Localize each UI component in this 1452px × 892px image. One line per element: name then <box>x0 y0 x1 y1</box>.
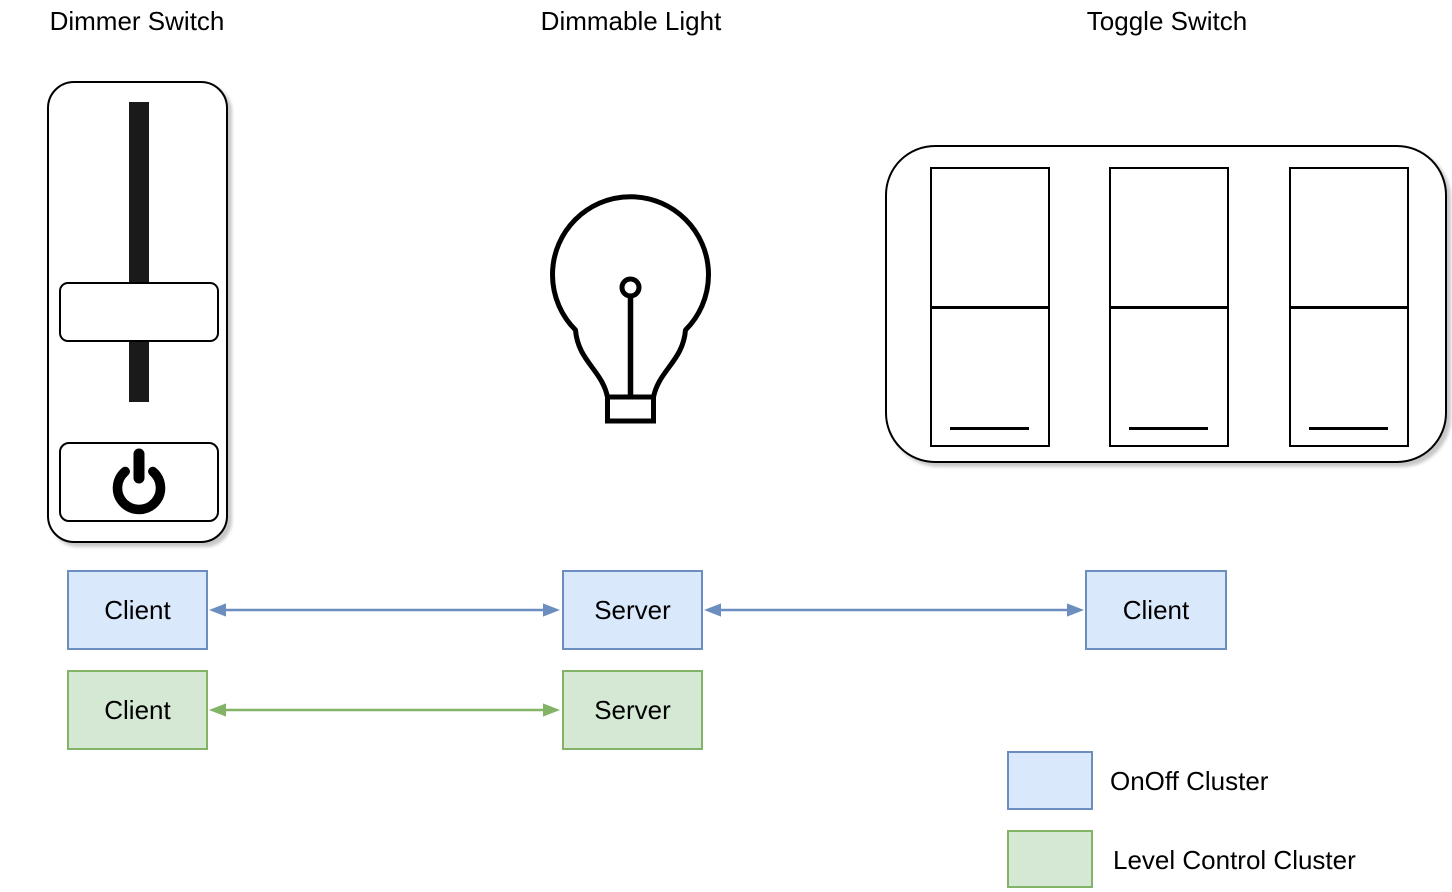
light-bulb-icon <box>550 194 711 424</box>
rocker-bottom-mark <box>1129 427 1208 430</box>
bulb-glass-outline <box>550 194 711 398</box>
legend-label-level: Level Control Cluster <box>1113 845 1356 875</box>
bulb-base <box>605 394 656 424</box>
toggle-switch-device <box>885 145 1447 463</box>
node-label: Server <box>594 594 671 625</box>
onoff-server-light-box: Server <box>562 570 703 650</box>
dimmable-light-title: Dimmable Light <box>540 6 722 36</box>
slider-track <box>129 102 149 402</box>
dimmer-switch-device <box>47 81 228 543</box>
onoff-client-toggle-box: Client <box>1085 570 1227 650</box>
level-arrow-dimmer-to-light <box>209 703 560 717</box>
dimmer-switch-title: Dimmer Switch <box>49 6 225 36</box>
rocker-button-3 <box>1289 167 1409 447</box>
level-client-dimmer-box: Client <box>67 670 208 750</box>
legend-label-onoff: OnOff Cluster <box>1110 766 1269 796</box>
rocker-bottom-mark <box>1309 427 1388 430</box>
onoff-arrow-dimmer-to-light <box>209 603 560 617</box>
power-icon <box>112 448 166 515</box>
rocker-divider <box>1111 306 1227 309</box>
onoff-arrow-light-to-toggle <box>704 603 1084 617</box>
power-button <box>59 442 219 522</box>
node-label: Server <box>594 694 671 725</box>
slider-handle <box>59 282 219 342</box>
legend-swatch-onoff <box>1007 751 1093 810</box>
onoff-client-dimmer-box: Client <box>67 570 208 650</box>
rocker-bottom-mark <box>950 427 1029 430</box>
node-label: Client <box>104 694 171 725</box>
legend-swatch-level <box>1007 830 1093 888</box>
node-label: Client <box>104 594 171 625</box>
rocker-divider <box>932 306 1048 309</box>
toggle-switch-title: Toggle Switch <box>1086 6 1248 36</box>
node-label: Client <box>1122 594 1190 625</box>
rocker-button-1 <box>930 167 1050 447</box>
rocker-button-2 <box>1109 167 1229 447</box>
bulb-filament-tip <box>619 276 642 299</box>
level-server-light-box: Server <box>562 670 703 750</box>
rocker-divider <box>1291 306 1407 309</box>
